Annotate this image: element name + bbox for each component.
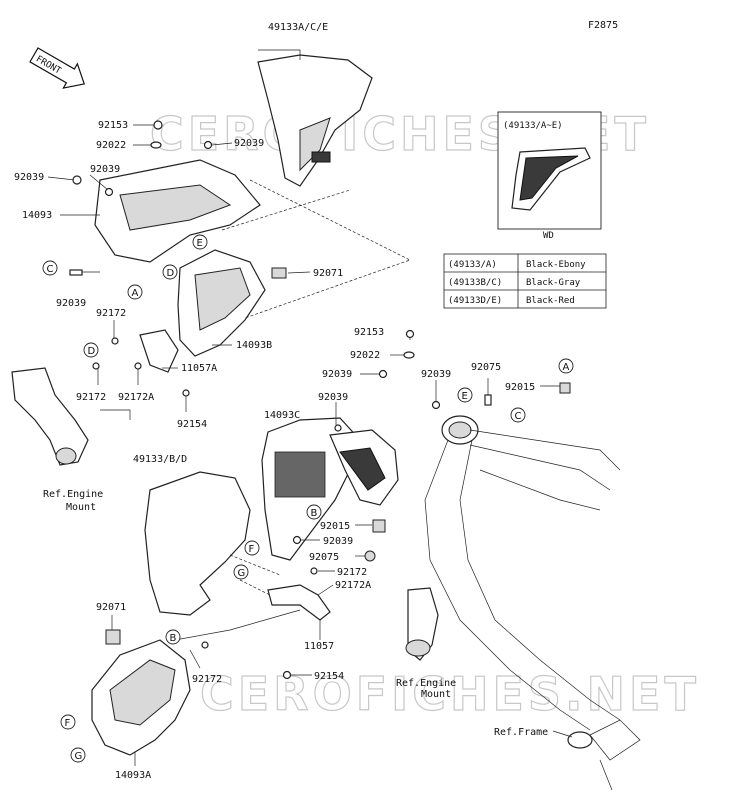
callout-b-2: B	[165, 629, 181, 645]
label-92172a-b: 92172A	[335, 580, 371, 591]
svg-text:D: D	[88, 346, 96, 357]
label-92153-b: 92153	[354, 327, 384, 338]
inset-code: (49133/A~E)	[503, 121, 563, 131]
label-92039-d: 92039	[56, 298, 86, 309]
label-92075-a: 92075	[471, 362, 501, 373]
label-92153-a: 92153	[98, 120, 128, 131]
bracket-11057-part	[267, 584, 331, 621]
color-table: (49133/A) Black-Ebony (49133B/C) Black-G…	[443, 253, 607, 309]
callout-d-1: D	[162, 264, 178, 280]
label-ref-engine-2: Ref.Engine	[396, 678, 456, 689]
color-table-color-3: Black-Red	[526, 296, 575, 306]
callout-g-2: G	[70, 747, 86, 763]
svg-text:B: B	[311, 508, 318, 519]
color-table-color-1: Black-Ebony	[526, 260, 586, 270]
label-92015-b: 92015	[320, 521, 350, 532]
label-92039-c: 92039	[90, 164, 120, 175]
label-92039-b: 92039	[14, 172, 44, 183]
callout-c-1: C	[42, 260, 58, 276]
label-11057: 11057	[304, 641, 334, 652]
label-92039-e: 92039	[322, 369, 352, 380]
color-table-color-2: Black-Gray	[526, 278, 581, 288]
label-14093b: 14093B	[236, 340, 272, 351]
callout-a-1: A	[127, 284, 143, 300]
label-92075-b: 92075	[309, 552, 339, 563]
label-92172-b: 92172	[76, 392, 106, 403]
label-92015-a: 92015	[505, 382, 535, 393]
svg-text:A: A	[132, 288, 139, 299]
callout-f-2: F	[60, 714, 76, 730]
color-table-code-1: (49133/A)	[448, 260, 497, 270]
svg-text:E: E	[197, 238, 203, 249]
color-table-code-2: (49133B/C)	[448, 278, 502, 288]
label-92154-a: 92154	[177, 419, 207, 430]
color-table-code-3: (49133D/E)	[448, 296, 502, 306]
svg-text:F: F	[249, 544, 255, 555]
svg-text:F: F	[65, 718, 71, 729]
callout-e-2: E	[457, 387, 473, 403]
callout-f-1: F	[244, 540, 260, 556]
label-14093a: 14093A	[115, 770, 151, 781]
label-11057a: 11057A	[181, 363, 217, 374]
label-92022-a: 92022	[96, 140, 126, 151]
label-92022-b: 92022	[350, 350, 380, 361]
grommet-92071-top	[271, 267, 287, 279]
svg-text:G: G	[238, 568, 246, 579]
label-92172-a: 92172	[96, 308, 126, 319]
callout-c-2: C	[510, 407, 526, 423]
bracket-11057a-part	[139, 329, 179, 373]
label-92172a-a: 92172A	[118, 392, 154, 403]
label-92039-h: 92039	[323, 536, 353, 547]
label-49133bd: 49133/B/D	[133, 454, 187, 465]
callout-d-2: D	[83, 342, 99, 358]
callout-g-1: G	[233, 564, 249, 580]
svg-text:B: B	[170, 633, 177, 644]
label-ref-mount-1: Mount	[66, 502, 96, 513]
front-arrow-icon: FRONT	[29, 47, 86, 89]
color-variant-inset: (49133/A~E) WD	[497, 111, 602, 241]
label-92039-f: 92039	[421, 369, 451, 380]
label-ref-engine-1: Ref.Engine	[43, 489, 103, 500]
label-ref-mount-2: Mount	[421, 689, 451, 700]
upper-shroud-part	[257, 54, 373, 187]
label-92172-c: 92172	[337, 567, 367, 578]
callout-b-1: B	[306, 504, 322, 520]
label-14093c: 14093C	[264, 410, 300, 421]
svg-text:D: D	[167, 268, 175, 279]
callout-e-1: E	[192, 234, 208, 250]
label-49133ace: 49133A/C/E	[268, 22, 328, 33]
svg-text:A: A	[563, 362, 570, 373]
engine-mount-ref-1	[11, 367, 89, 466]
label-92071-b: 92071	[96, 602, 126, 613]
label-92039-g: 92039	[318, 392, 348, 403]
frame-ref	[424, 415, 641, 791]
label-92039-a: 92039	[234, 138, 264, 149]
callout-a-2: A	[558, 358, 574, 374]
side-cowl-49133bd-part	[144, 471, 251, 616]
svg-text:C: C	[47, 264, 54, 275]
inset-caption: WD	[543, 231, 554, 241]
svg-text:C: C	[515, 411, 522, 422]
label-ref-frame: Ref.Frame	[494, 727, 548, 738]
figure-code: F2875	[588, 20, 618, 31]
svg-text:E: E	[462, 391, 468, 402]
svg-text:G: G	[75, 751, 83, 762]
label-92071-a: 92071	[313, 268, 343, 279]
label-92154-b: 92154	[314, 671, 344, 682]
watermark-bottom: CEROFICHES.NET	[200, 667, 700, 721]
grommet-92071-bottom	[105, 629, 121, 645]
label-14093: 14093	[22, 210, 52, 221]
label-92172-d: 92172	[192, 674, 222, 685]
